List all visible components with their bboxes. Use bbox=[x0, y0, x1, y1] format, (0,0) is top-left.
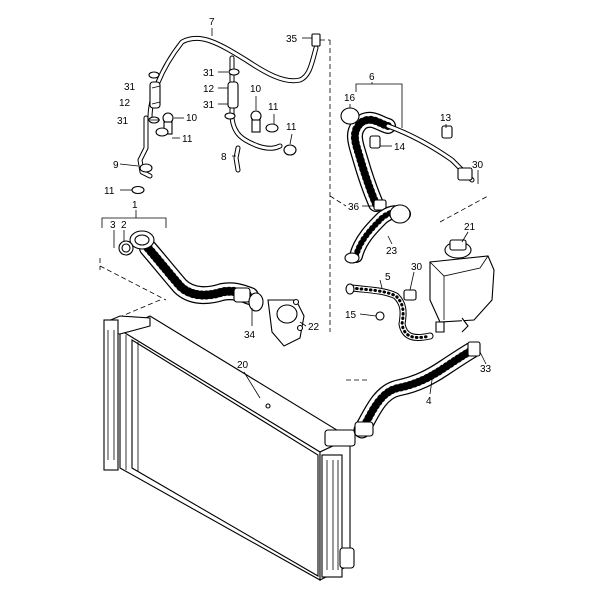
callout-labels: 1 2 3 4 5 6 7 8 9 10 10 11 11 11 11 12 1… bbox=[104, 17, 492, 407]
callout-6: 6 bbox=[369, 72, 375, 83]
callout-16: 16 bbox=[344, 93, 356, 104]
callout-12a: 12 bbox=[119, 98, 131, 109]
callout-3: 3 bbox=[110, 220, 116, 231]
callout-11b: 11 bbox=[104, 186, 115, 197]
lower-coolant-hose bbox=[353, 341, 481, 439]
callout-20: 20 bbox=[237, 360, 249, 371]
callout-21: 21 bbox=[464, 222, 476, 233]
callout-31d: 31 bbox=[203, 100, 215, 111]
callout-2: 2 bbox=[121, 220, 127, 231]
callout-30a: 30 bbox=[472, 160, 484, 171]
callout-4: 4 bbox=[426, 396, 432, 407]
callout-30b: 30 bbox=[411, 262, 423, 273]
leader-lines bbox=[99, 28, 489, 399]
callout-14: 14 bbox=[394, 142, 406, 153]
callout-10b: 10 bbox=[250, 84, 262, 95]
callout-23: 23 bbox=[386, 246, 398, 257]
callout-15: 15 bbox=[345, 310, 357, 321]
callout-33: 33 bbox=[480, 364, 492, 375]
thermostat-hose bbox=[344, 204, 411, 264]
tank-return-hose bbox=[345, 283, 434, 341]
callout-9: 9 bbox=[113, 160, 119, 171]
callout-5: 5 bbox=[385, 272, 391, 283]
callout-11a: 11 bbox=[182, 134, 193, 145]
callout-36: 36 bbox=[348, 202, 360, 213]
breather-pipe bbox=[131, 33, 321, 195]
callout-1: 1 bbox=[132, 200, 138, 211]
callout-31b: 31 bbox=[117, 116, 129, 127]
callout-13: 13 bbox=[440, 113, 452, 124]
callout-34: 34 bbox=[244, 330, 256, 341]
callout-31a: 31 bbox=[124, 82, 136, 93]
upper-coolant-hose bbox=[118, 230, 259, 305]
callout-7: 7 bbox=[209, 17, 215, 28]
callout-11c: 11 bbox=[268, 102, 279, 113]
coolant-expansion-tank bbox=[429, 239, 495, 333]
expansion-hose-assembly bbox=[340, 107, 475, 212]
callout-22: 22 bbox=[308, 322, 320, 333]
callout-10a: 10 bbox=[186, 113, 198, 124]
callout-31c: 31 bbox=[203, 68, 215, 79]
coolant-flange bbox=[248, 292, 305, 347]
callout-35: 35 bbox=[286, 34, 298, 45]
callout-8: 8 bbox=[221, 152, 227, 163]
radiator bbox=[103, 315, 356, 581]
callout-11d: 11 bbox=[286, 122, 297, 133]
callout-12b: 12 bbox=[203, 84, 215, 95]
